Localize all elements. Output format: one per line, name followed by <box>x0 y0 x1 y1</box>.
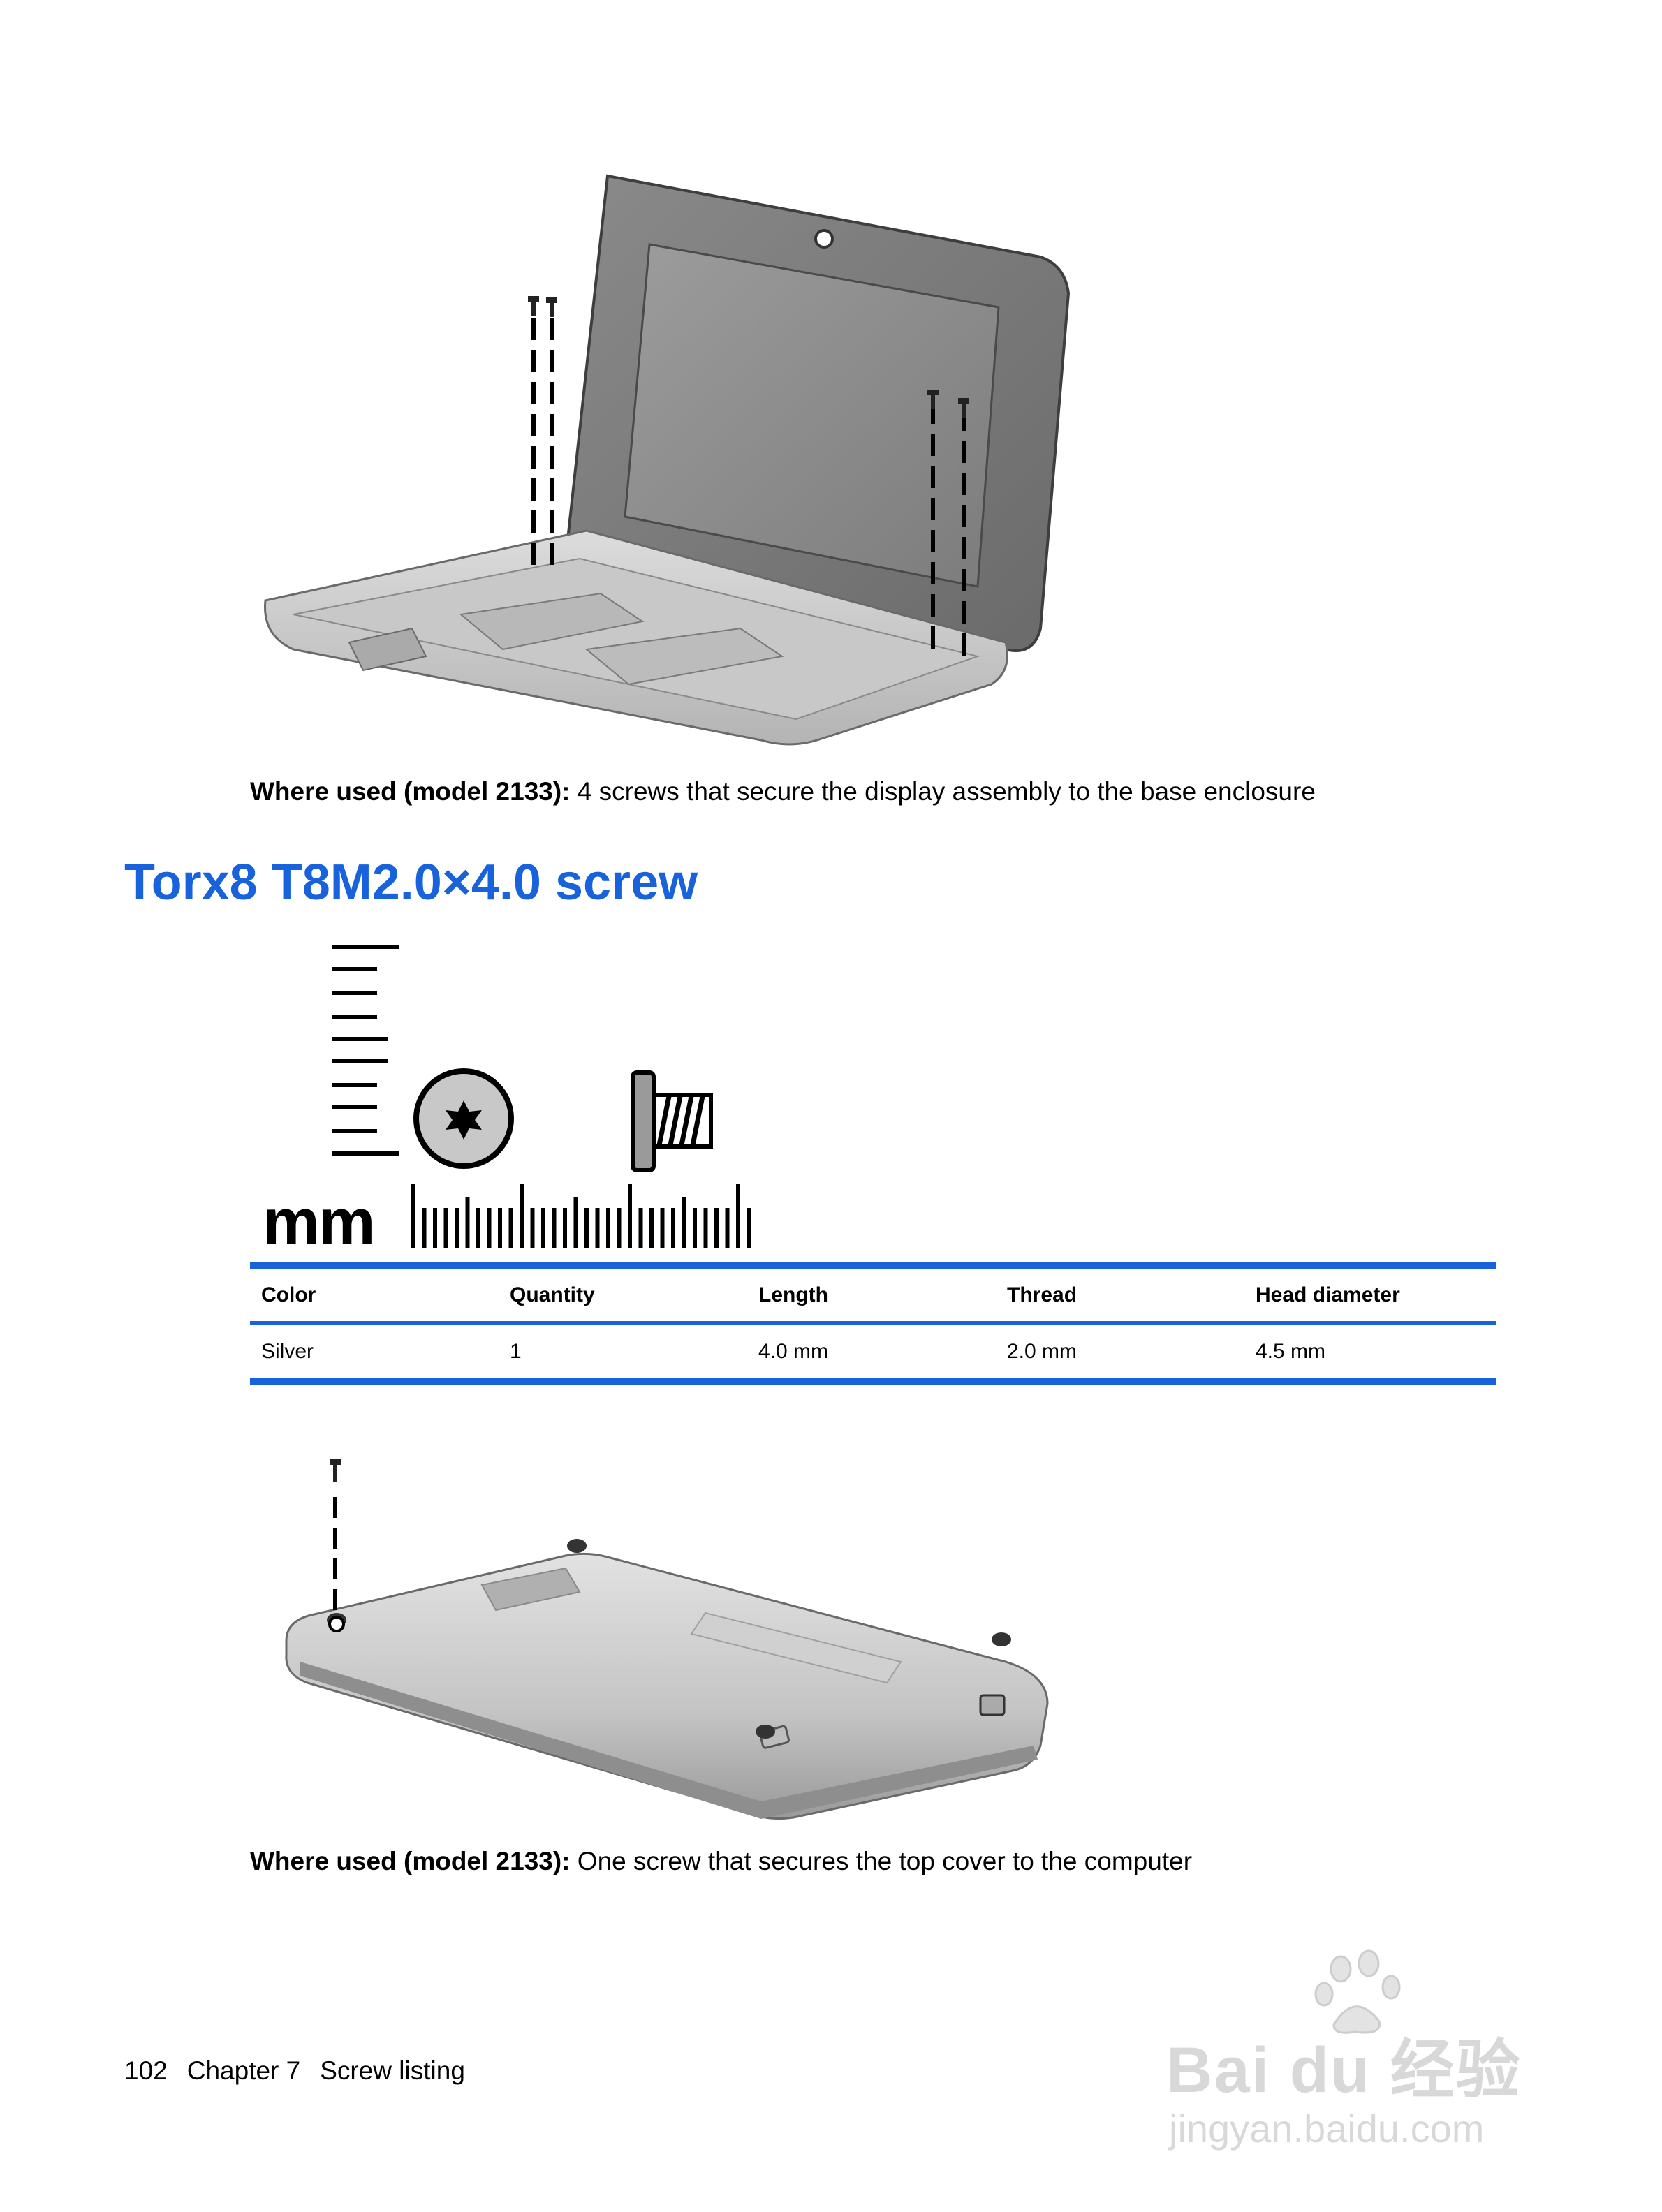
column-header-length: Length <box>758 1283 828 1306</box>
table-header-rule <box>250 1321 1496 1325</box>
figure1-caption-label: Where used (model 2133): <box>250 777 571 806</box>
table-bottom-rule <box>250 1378 1496 1385</box>
table-header-row: Color Quantity Length Thread Head diamet… <box>250 1269 1496 1321</box>
screw-side-view-icon <box>631 1070 713 1172</box>
watermark-subtext: jingyan.baidu.com <box>1169 2107 1485 2151</box>
cell-quantity: 1 <box>510 1340 522 1363</box>
figure2-caption-text: One screw that secures the top cover to … <box>570 1847 1193 1875</box>
scale-unit-label: mm <box>263 1186 376 1258</box>
column-header-thread: Thread <box>1007 1283 1078 1306</box>
table-top-rule <box>250 1262 1496 1269</box>
footer-title: Screw listing <box>320 2056 465 2085</box>
paw-logo-icon <box>1314 1949 1401 2034</box>
column-header-quantity: Quantity <box>510 1283 595 1306</box>
spec-table: Color Quantity Length Thread Head diamet… <box>250 1262 1496 1385</box>
cell-length: 4.0 mm <box>758 1340 829 1363</box>
baidu-watermark: Bai du 经验 jingyan.baidu.com <box>1159 1948 1550 2158</box>
screw-scale-illustration <box>332 945 751 1248</box>
page-footer: 102 Chapter 7 Screw listing <box>124 2056 485 2086</box>
table-row: Silver 1 4.0 mm 2.0 mm 4.5 mm <box>250 1325 1496 1378</box>
figure2-caption: Where used (model 2133): One screw that … <box>250 1846 1192 1877</box>
section-heading: Torx8 T8M2.0×4.0 screw <box>124 855 698 910</box>
page-number: 102 <box>124 2056 168 2085</box>
figure1-caption: Where used (model 2133): 4 screws that s… <box>250 776 1316 807</box>
watermark-text: Bai du 经验 <box>1166 2035 1522 2106</box>
footer-chapter: Chapter 7 <box>186 2056 301 2085</box>
column-header-head-diameter: Head diameter <box>1256 1283 1400 1306</box>
cell-head-diameter: 4.5 mm <box>1256 1340 1326 1363</box>
cell-color: Silver <box>261 1340 314 1363</box>
laptop-display-illustration <box>264 174 1071 746</box>
column-header-color: Color <box>261 1283 316 1306</box>
figure1-caption-text: 4 screws that secure the display assembl… <box>570 777 1316 806</box>
laptop-bottom-illustration <box>285 1459 1049 1820</box>
cell-thread: 2.0 mm <box>1007 1340 1078 1363</box>
figure2-caption-label: Where used (model 2133): <box>250 1847 571 1875</box>
torx-head-icon <box>413 1068 514 1169</box>
